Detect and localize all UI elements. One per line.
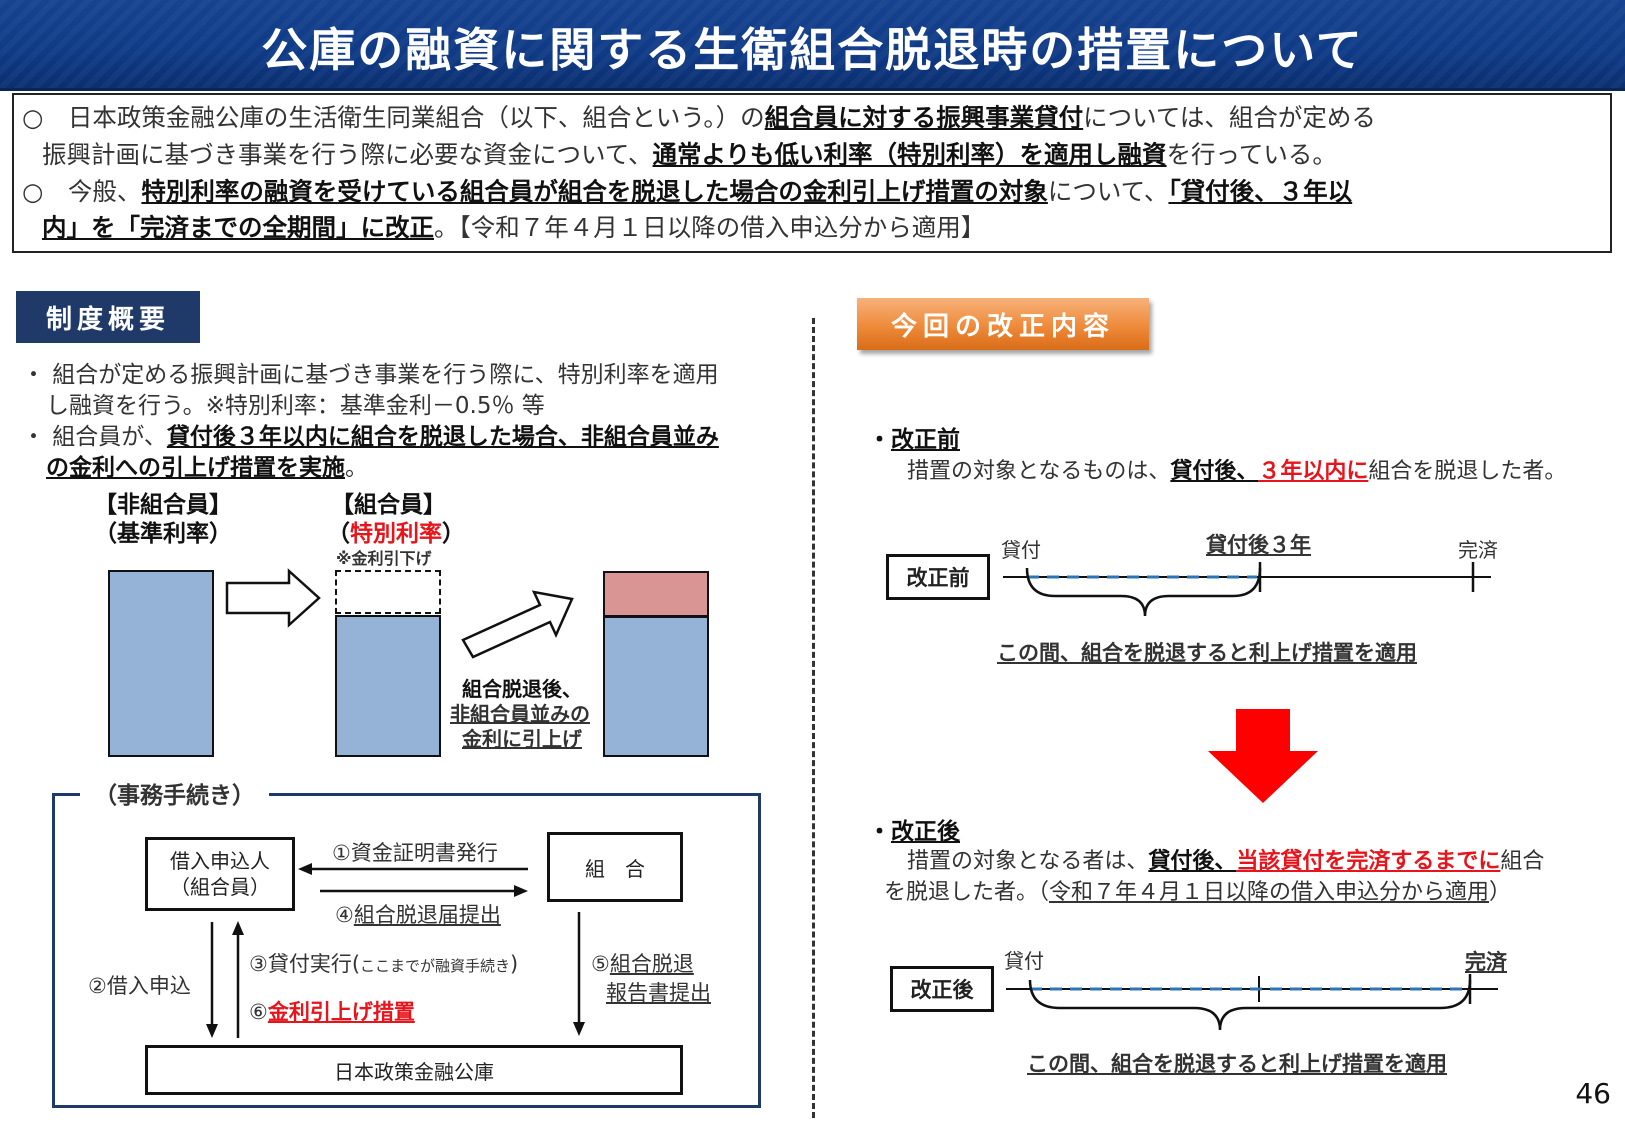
after-withdraw-3: 金利に引上げ (462, 727, 582, 751)
step-4-label: ④組合脱退届提出 (335, 903, 501, 927)
applicant-box: 借入申込人 （組合員） (145, 837, 295, 911)
summary-line-4: 内」を「完済までの全期間」に改正。【令和７年４月１日以降の借入申込分から適用】 (42, 213, 986, 242)
step-6-label: ⑥金利引上げ措置 (249, 1000, 415, 1024)
bullet-2-line-b: の金利への引上げ措置を実施。 (46, 455, 368, 481)
arrow-step1-head (298, 863, 312, 875)
title-bar: 公庫の融資に関する生衛組合脱退時の措置について (0, 0, 1625, 91)
union-box: 組 合 (547, 832, 683, 902)
arrow-step4-head (514, 885, 528, 897)
after-caption: この間、組合を脱退すると利上げ措置を適用 (1027, 1052, 1447, 1076)
after-description-2: を脱退した者。（令和７年４月１日以降の借入申込分から適用） (884, 880, 1512, 905)
after-withdraw-2: 非組合員並みの (450, 702, 590, 726)
bullet-2-line-a: ・ 組合員が、貸付後３年以内に組合を脱退した場合、非組合員並み (22, 424, 719, 450)
right-arrow-icon (225, 568, 321, 628)
step-3-label: ③貸付実行(ここまでが融資手続き) (249, 952, 519, 976)
step-5-label-1: ⑤組合脱退 (591, 952, 694, 976)
step-1-label: ①資金証明書発行 (332, 841, 498, 865)
before-mid-label: 貸付後３年 (1206, 533, 1311, 557)
member-label: 【組合員】 (331, 492, 446, 518)
procedure-frame (52, 793, 761, 1108)
step-2-label: ②借入申込 (88, 974, 191, 998)
page-title: 公庫の融資に関する生衛組合脱退時の措置について (261, 23, 1364, 77)
before-caption: この間、組合を脱退すると利上げ措置を適用 (997, 641, 1417, 665)
summary-line-1: ○ 日本政策金融公庫の生活衛生同業組合（以下、組合という。）の組合員に対する振興… (22, 103, 1376, 132)
before-description: 措置の対象となるものは、貸付後、３年以内に組合を脱退した者。 (907, 459, 1567, 484)
procedure-title: （事務手続き） (80, 776, 269, 810)
non-member-rate: （基準利率） (94, 521, 232, 547)
diagonal-arrow-icon (461, 590, 574, 659)
page-number: 46 (1575, 1077, 1611, 1110)
non-member-bar (108, 570, 214, 757)
arrow-step3-head (232, 921, 244, 935)
summary-box: ○ 日本政策金融公庫の生活衛生同業組合（以下、組合という。）の組合員に対する振興… (12, 93, 1612, 253)
bullet-1-line-a: ・ 組合が定める振興計画に基づき事業を行う際に、特別利率を適用 (22, 362, 719, 388)
section-divider (812, 318, 815, 1118)
after-description-1: 措置の対象となる者は、貸付後、当該貸付を完済するまでに組合 (907, 849, 1545, 874)
before-label-box: 改正前 (886, 554, 990, 600)
after-start-label: 貸付 (1004, 949, 1044, 973)
before-timeline (1003, 562, 1491, 617)
bullet-1-line-b: し融資を行う。※特別利率：基準金利－0.5％ 等 (46, 393, 545, 419)
before-end-label: 完済 (1458, 538, 1498, 562)
procedure-arrows (206, 863, 585, 1038)
summary-line-2: 振興計画に基づき事業を行う際に必要な資金について、通常よりも低い利率（特別利率）… (42, 140, 1337, 169)
down-arrow-icon (1208, 709, 1318, 803)
step-5-label-2: 報告書提出 (606, 981, 711, 1005)
before-heading: ・改正前 (868, 427, 960, 453)
after-timeline (1006, 974, 1498, 1031)
jfc-box: 日本政策金融公庫 (145, 1045, 683, 1095)
member-rate: （特別利率） (327, 521, 465, 547)
member-note: ※金利引下げ (336, 549, 432, 568)
arrow-step5-head (573, 1022, 585, 1036)
revision-tag: 今回の改正内容 (857, 298, 1149, 350)
summary-line-3: ○ 今般、特別利率の融資を受けている組合員が組合を脱退した場合の金利引上げ措置の… (22, 177, 1353, 206)
before-start-label: 貸付 (1001, 538, 1041, 562)
rate-reduction-box (335, 570, 441, 614)
member-bar (335, 615, 441, 757)
arrow-step2-head (206, 1024, 218, 1038)
non-member-label: 【非組合員】 (94, 492, 232, 518)
after-end-label: 完済 (1465, 950, 1507, 974)
overview-tag: 制度概要 (16, 291, 200, 343)
after-heading: ・改正後 (868, 819, 960, 845)
after-withdraw-1: 組合脱退後、 (462, 677, 582, 701)
after-label-box: 改正後 (890, 966, 994, 1012)
increase-bar-bottom (603, 616, 709, 757)
